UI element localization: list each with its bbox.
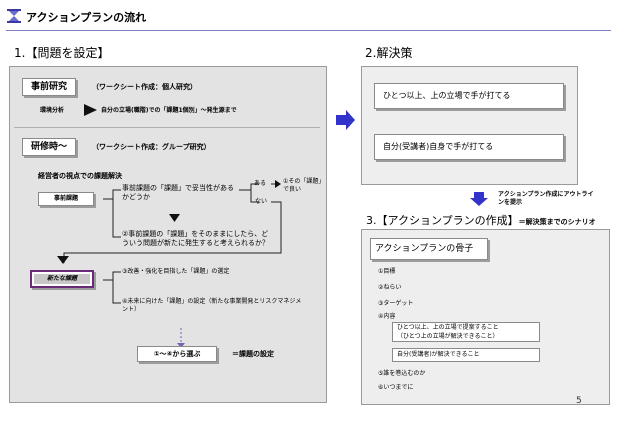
skeleton-label: アクションプランの骨子 [375, 244, 474, 254]
item-deadline: ⑥いつまでに [378, 384, 414, 391]
outline-note: アクションプラン作成にアウトラインを提示 [498, 191, 594, 206]
pre-issue-box: 事前課題 [38, 192, 94, 206]
item-involve: ⑤誰を巻込むのか [378, 370, 426, 377]
section1-title: 1.【問題を設定】 [14, 46, 110, 60]
section3-title-text: 3.【アクションプランの作成】 [366, 214, 519, 227]
section3-title: 3.【アクションプランの作成】＝解決策までのシナリオ [366, 212, 596, 228]
choice1-text: ①その「課題」で良い [283, 178, 322, 193]
pre-study-box: 事前研究 [22, 78, 76, 96]
choice2-text: ②事前課題の「課題」をそのままにしたら、どういう問題が新たに発生すると考えられる… [122, 230, 269, 247]
content-box-1: ひとつ以上、上の立場で提案すること （ひとつ上の立場が解決できること） [392, 322, 540, 342]
section3-title-suffix: ＝解決策までのシナリオ [518, 218, 596, 226]
play-arrow-icon [84, 104, 97, 116]
yes-label: ある [254, 180, 267, 187]
training-note: （ワークシート作成：グループ研究） [92, 143, 211, 151]
solution-option-1: ひとつ以上、上の立場で手が打てる [374, 83, 564, 109]
training-box: 研修時～ [22, 138, 76, 156]
skeleton-tab: アクションプランの骨子 [370, 238, 488, 260]
content-box-2-text: 自分(受講者)が解決できること [397, 351, 480, 358]
title-bar: アクションプランの流れ [6, 6, 611, 31]
content-box-1-line2: （ひとつ上の立場が解決できること） [397, 333, 499, 340]
solution-option-2: 自分(受講者)自身で手が打てる [374, 134, 564, 160]
new-issue-label: 新たな課題 [34, 274, 90, 284]
choice4-text: ④未来に向けた「課題」の設定（新たな事業開発とリスクマネジメント） [122, 298, 302, 313]
title-divider [6, 30, 611, 31]
new-issue-box: 新たな課題 [30, 270, 94, 288]
item-goal: ①目標 [378, 268, 396, 275]
panel-divider [14, 127, 320, 128]
flow-connectors [57, 180, 282, 348]
solution-option-1-text: ひとつ以上、上の立場で手が打てる [383, 91, 511, 100]
item-content: ④内容 [378, 313, 396, 320]
content-box-1-line1: ひとつ以上、上の立場で提案すること [397, 324, 499, 331]
manager-view-label: 経営者の視点での課題解決 [38, 172, 122, 180]
hourglass-icon [7, 9, 21, 23]
page-title: アクションプランの流れ [26, 11, 147, 24]
question-text: 事前課題の「課題」で妥当性があるかどうか [122, 184, 234, 201]
select-box: ①～④から選ぶ [137, 346, 217, 362]
page-number: 5 [576, 396, 582, 406]
item-aim: ②ねらい [378, 284, 402, 291]
select-result: ＝課題の設定 [232, 350, 274, 358]
no-label: ない [255, 198, 268, 205]
right-arrow-icon [336, 110, 355, 130]
env-analysis-label: 環境分析 [40, 107, 65, 114]
item-target: ③ターゲット [378, 300, 414, 307]
content-box-2: 自分(受講者)が解決できること [392, 348, 540, 362]
down-arrow-icon [470, 192, 488, 206]
choice3-text: ③改善・強化を目指した「課題」の選定 [122, 268, 230, 275]
section2-title: 2.解決策 [365, 46, 413, 60]
pre-study-note: （ワークシート作成：個人研究） [92, 83, 197, 91]
solution-option-2-text: 自分(受講者)自身で手が打てる [383, 142, 494, 151]
env-analysis-note: 自分の立場(職階)での「課題1個別」～発生源まで [101, 107, 237, 114]
